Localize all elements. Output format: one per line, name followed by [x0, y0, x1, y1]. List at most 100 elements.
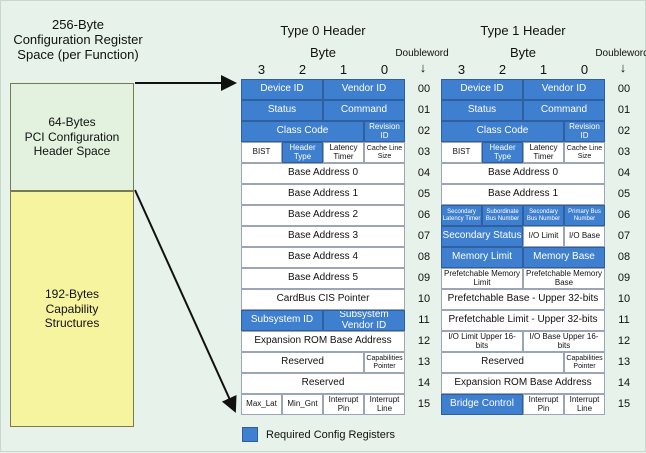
type0-reg-base-address-4: Base Address 4 — [241, 247, 405, 268]
type1-dw-13: 13 — [617, 356, 631, 368]
type1-reg-cache-line-size: Cache Line Size — [564, 142, 605, 163]
type1-dw-01: 01 — [617, 104, 631, 116]
type1-reg-revision-id: Revision ID — [564, 121, 605, 142]
legend-swatch — [242, 427, 258, 442]
type1-dw-09: 09 — [617, 272, 631, 284]
type1-dw-03: 03 — [617, 146, 631, 158]
type1-reg-i-o-base-upper-16-bits: I/O Base Upper 16-bits — [523, 331, 605, 352]
type0-reg-header-type: Header Type — [282, 142, 323, 163]
type0-reg-capabilities-pointer: Capabilities Pointer — [364, 352, 405, 373]
type1-byte-label: Byte — [509, 45, 536, 60]
type1-dw-07: 07 — [617, 230, 631, 242]
type0-reg-subsystem-id: Subsystem ID — [241, 310, 323, 331]
type0-dw-08: 08 — [417, 251, 431, 263]
type1-reg-secondary-bus-number: Secondary Bus Number — [523, 205, 564, 226]
type0-dw-03: 03 — [417, 146, 431, 158]
type1-dw-14: 14 — [617, 377, 631, 389]
type1-reg-expansion-rom-base-address: Expansion ROM Base Address — [441, 373, 605, 394]
type1-dw-06: 06 — [617, 209, 631, 221]
type1-byte-3: 3 — [457, 62, 466, 77]
type1-reg-base-address-1: Base Address 1 — [441, 184, 605, 205]
type0-byte-0: 0 — [380, 62, 389, 77]
type1-reg-latency-timer: Latency Timer — [523, 142, 564, 163]
type1-reg-primary-bus-number: Primary Bus Number — [564, 205, 605, 226]
type1-reg-secondary-status: Secondary Status — [441, 226, 523, 247]
type1-reg-prefetchable-base-upper-32-bits: Prefetchable Base - Upper 32-bits — [441, 289, 605, 310]
type0-byte-label: Byte — [309, 45, 336, 60]
type1-dw-05: 05 — [617, 188, 631, 200]
type0-dw-04: 04 — [417, 167, 431, 179]
type0-reg-bist: BIST — [241, 142, 282, 163]
type0-byte-3: 3 — [257, 62, 266, 77]
type0-dw-11: 11 — [418, 314, 430, 326]
type1-reg-prefetchable-limit-upper-32-bits: Prefetchable Limit - Upper 32-bits — [441, 310, 605, 331]
type0-reg-base-address-5: Base Address 5 — [241, 268, 405, 289]
type0-reg-max-lat: Max_Lat — [241, 394, 282, 415]
type1-dw-08: 08 — [617, 251, 631, 263]
legend-label: Required Config Registers — [266, 428, 396, 441]
type0-reg-vendor-id: Vendor ID — [323, 79, 405, 100]
type0-dw-15: 15 — [417, 398, 431, 410]
type0-dw-05: 05 — [417, 188, 431, 200]
type1-dw-00: 00 — [617, 83, 631, 95]
type1-reg-device-id: Device ID — [441, 79, 523, 100]
type1-reg-subordinate-bus-number: Subordinate Bus Number — [482, 205, 523, 226]
type1-reg-secondary-latency-timer: Secondary Latency Timer — [441, 205, 482, 226]
type0-reg-reserved: Reserved — [241, 373, 405, 394]
type0-dw-01: 01 — [417, 104, 431, 116]
type0-reg-base-address-1: Base Address 1 — [241, 184, 405, 205]
type0-reg-min-gnt: Min_Gnt — [282, 394, 323, 415]
type1-reg-i-o-base: I/O Base — [564, 226, 605, 247]
type0-reg-cache-line-size: Cache Line Size — [364, 142, 405, 163]
type1-reg-status: Status — [441, 100, 523, 121]
type1-dw-02: 02 — [617, 125, 631, 137]
type1-reg-bridge-control: Bridge Control — [441, 394, 523, 415]
type0-reg-subsystem-vendor-id: Subsystem Vendor ID — [323, 310, 405, 331]
type1-reg-i-o-limit-upper-16-bits: I/O Limit Upper 16-bits — [441, 331, 523, 352]
type1-reg-vendor-id: Vendor ID — [523, 79, 605, 100]
type0-dw-arrow: ↓ — [419, 60, 427, 75]
type1-dw-12: 12 — [617, 335, 631, 347]
type1-byte-1: 1 — [539, 62, 548, 77]
type0-byte-2: 2 — [298, 62, 307, 77]
legend: Required Config Registers — [242, 427, 395, 442]
type0-reg-base-address-3: Base Address 3 — [241, 226, 405, 247]
type0-reg-class-code: Class Code — [241, 121, 364, 142]
type1-reg-memory-base: Memory Base — [523, 247, 605, 268]
type1-dw-10: 10 — [617, 293, 631, 305]
type0-reg-device-id: Device ID — [241, 79, 323, 100]
type0-reg-interrupt-line: Interrupt Line — [364, 394, 405, 415]
type1-title: Type 1 Header — [480, 23, 566, 38]
type0-dw-10: 10 — [417, 293, 431, 305]
type0-dw-06: 06 — [417, 209, 431, 221]
type1-reg-capabilities-pointer: Capabilities Pointer — [564, 352, 605, 373]
type0-reg-reserved: Reserved — [241, 352, 364, 373]
type0-dw-14: 14 — [417, 377, 431, 389]
type1-reg-reserved: Reserved — [441, 352, 564, 373]
type0-dw-12: 12 — [417, 335, 431, 347]
capability-arrow — [134, 189, 237, 413]
type1-reg-interrupt-line: Interrupt Line — [564, 394, 605, 415]
capability-block: 192-Bytes Capability Structures — [10, 191, 134, 427]
type0-dw-00: 00 — [417, 83, 431, 95]
type0-dw-02: 02 — [417, 125, 431, 137]
type0-reg-command: Command — [323, 100, 405, 121]
type1-dw-arrow: ↓ — [619, 60, 627, 75]
type0-byte-1: 1 — [339, 62, 348, 77]
type1-reg-command: Command — [523, 100, 605, 121]
type0-reg-revision-id: Revision ID — [364, 121, 405, 142]
type1-byte-2: 2 — [498, 62, 507, 77]
type1-reg-interrupt-pin: Interrupt Pin — [523, 394, 564, 415]
type1-dw-15: 15 — [617, 398, 631, 410]
header-space-block: 64-Bytes PCI Configuration Header Space — [10, 83, 134, 191]
type0-dw-09: 09 — [417, 272, 431, 284]
type0-dw-13: 13 — [417, 356, 431, 368]
type0-reg-expansion-rom-base-address: Expansion ROM Base Address — [241, 331, 405, 352]
header-space-label: 64-Bytes PCI Configuration Header Space — [24, 115, 120, 159]
type1-reg-header-type: Header Type — [482, 142, 523, 163]
type1-byte-0: 0 — [580, 62, 589, 77]
type0-reg-cardbus-cis-pointer: CardBus CIS Pointer — [241, 289, 405, 310]
type1-reg-prefetchable-memory-base: Prefetchable Memory Base — [523, 268, 605, 289]
type1-reg-i-o-limit: I/O Limit — [523, 226, 564, 247]
